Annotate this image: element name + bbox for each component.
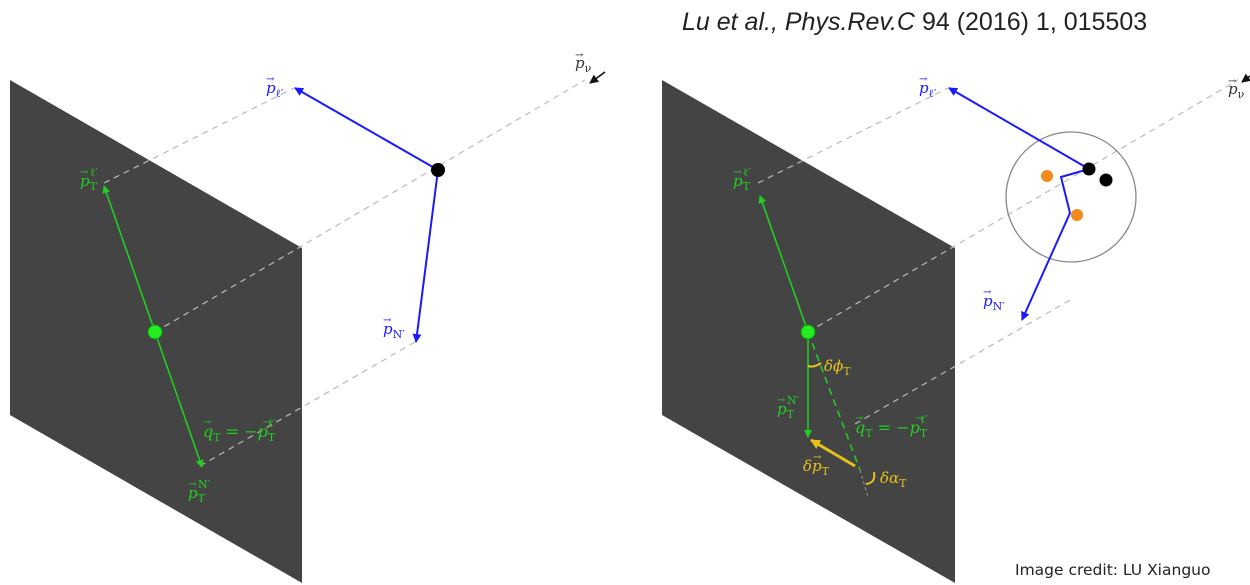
- image-credit: Image credit: LU Xianguo: [1015, 561, 1211, 579]
- label-pT-lepton: pTℓ′: [80, 166, 98, 193]
- lepton-momentum-arrow: [294, 87, 439, 171]
- citation-journal: Phys.Rev.C: [784, 8, 915, 36]
- nucleus-circle: [1005, 131, 1137, 263]
- citation-rest: 94 (2016) 1, 015503: [915, 8, 1148, 36]
- nucleon-fsi-path: [1021, 168, 1090, 321]
- vec-arrow: →: [813, 452, 822, 463]
- vec-arrow: →: [188, 479, 197, 490]
- delta-pT-arrow: [810, 438, 856, 468]
- vec-arrow: →: [263, 417, 272, 428]
- delta-alpha-arc: [865, 471, 876, 485]
- label-delta-alpha: δαT: [880, 469, 907, 490]
- label-p-lepton: pℓ′: [919, 79, 937, 100]
- lepton-momentum-arrow: [948, 87, 1090, 170]
- pT-nucleon-arrow: [154, 331, 204, 468]
- projection-lines: [103, 79, 586, 467]
- vec-arrow: →: [266, 74, 275, 85]
- label-p-lepton: pℓ′: [266, 79, 284, 100]
- pT-lepton-arrow: [102, 185, 156, 333]
- vec-arrow: →: [915, 413, 924, 424]
- vec-arrow: →: [855, 413, 864, 424]
- citation: Lu et al., Phys.Rev.C 94 (2016) 1, 01550…: [682, 8, 1147, 37]
- label-qT: qT = −pTℓ′: [203, 417, 276, 444]
- vec-arrow: →: [575, 50, 584, 61]
- label-delta-phi: δϕT: [824, 357, 851, 378]
- pT-lepton-arrow: [758, 195, 809, 333]
- vec-arrow: →: [80, 167, 89, 178]
- label-p-nu: pν: [575, 54, 592, 75]
- vec-arrow: →: [919, 74, 928, 85]
- label-p-nucleon: pN′: [383, 320, 405, 341]
- orange-nucleon: [1041, 170, 1053, 182]
- vec-arrow: →: [777, 395, 786, 406]
- vec-arrow: →: [203, 417, 212, 428]
- label-delta-pT: δpT: [803, 457, 830, 478]
- nucleon-momentum-arrow: [412, 169, 439, 343]
- vec-arrow: →: [383, 315, 392, 326]
- left-panel: pν → pℓ′ → pN′ → pTℓ′ → pTN′ → qT = −pTℓ…: [10, 50, 606, 583]
- vec-arrow: →: [1228, 76, 1237, 87]
- qT-extension-line: [859, 469, 869, 498]
- citation-authors: Lu et al.,: [682, 8, 778, 36]
- right-panel: pν → pℓ′ → pN′ → pTℓ′ → pTN′ → qT = −pTℓ…: [662, 73, 1250, 583]
- label-pT-nucleon: pTN′: [777, 394, 800, 421]
- label-pT-nucleon: pTN′: [188, 478, 211, 505]
- vec-arrow: →: [983, 287, 992, 298]
- label-qT: qT = −pTℓ′: [855, 413, 928, 440]
- neutrino-arrow: [1241, 73, 1250, 83]
- label-p-nucleon: pN′: [983, 292, 1005, 313]
- label-p-nu: pν: [1228, 80, 1245, 101]
- projected-vertex: [147, 324, 163, 340]
- vec-arrow: →: [733, 167, 742, 178]
- orange-nucleon: [1071, 209, 1083, 221]
- label-pT-lepton: pTℓ′: [733, 166, 751, 193]
- interaction-vertex: [431, 163, 445, 177]
- spectator-nucleon: [1099, 173, 1113, 187]
- vertex-nucleon: [1082, 162, 1096, 176]
- delta-phi-arc: [807, 362, 822, 368]
- projection-lines: [757, 79, 1239, 425]
- qT-dashed-line: [807, 331, 861, 471]
- neutrino-arrow: [589, 71, 606, 84]
- projected-vertex: [800, 324, 816, 340]
